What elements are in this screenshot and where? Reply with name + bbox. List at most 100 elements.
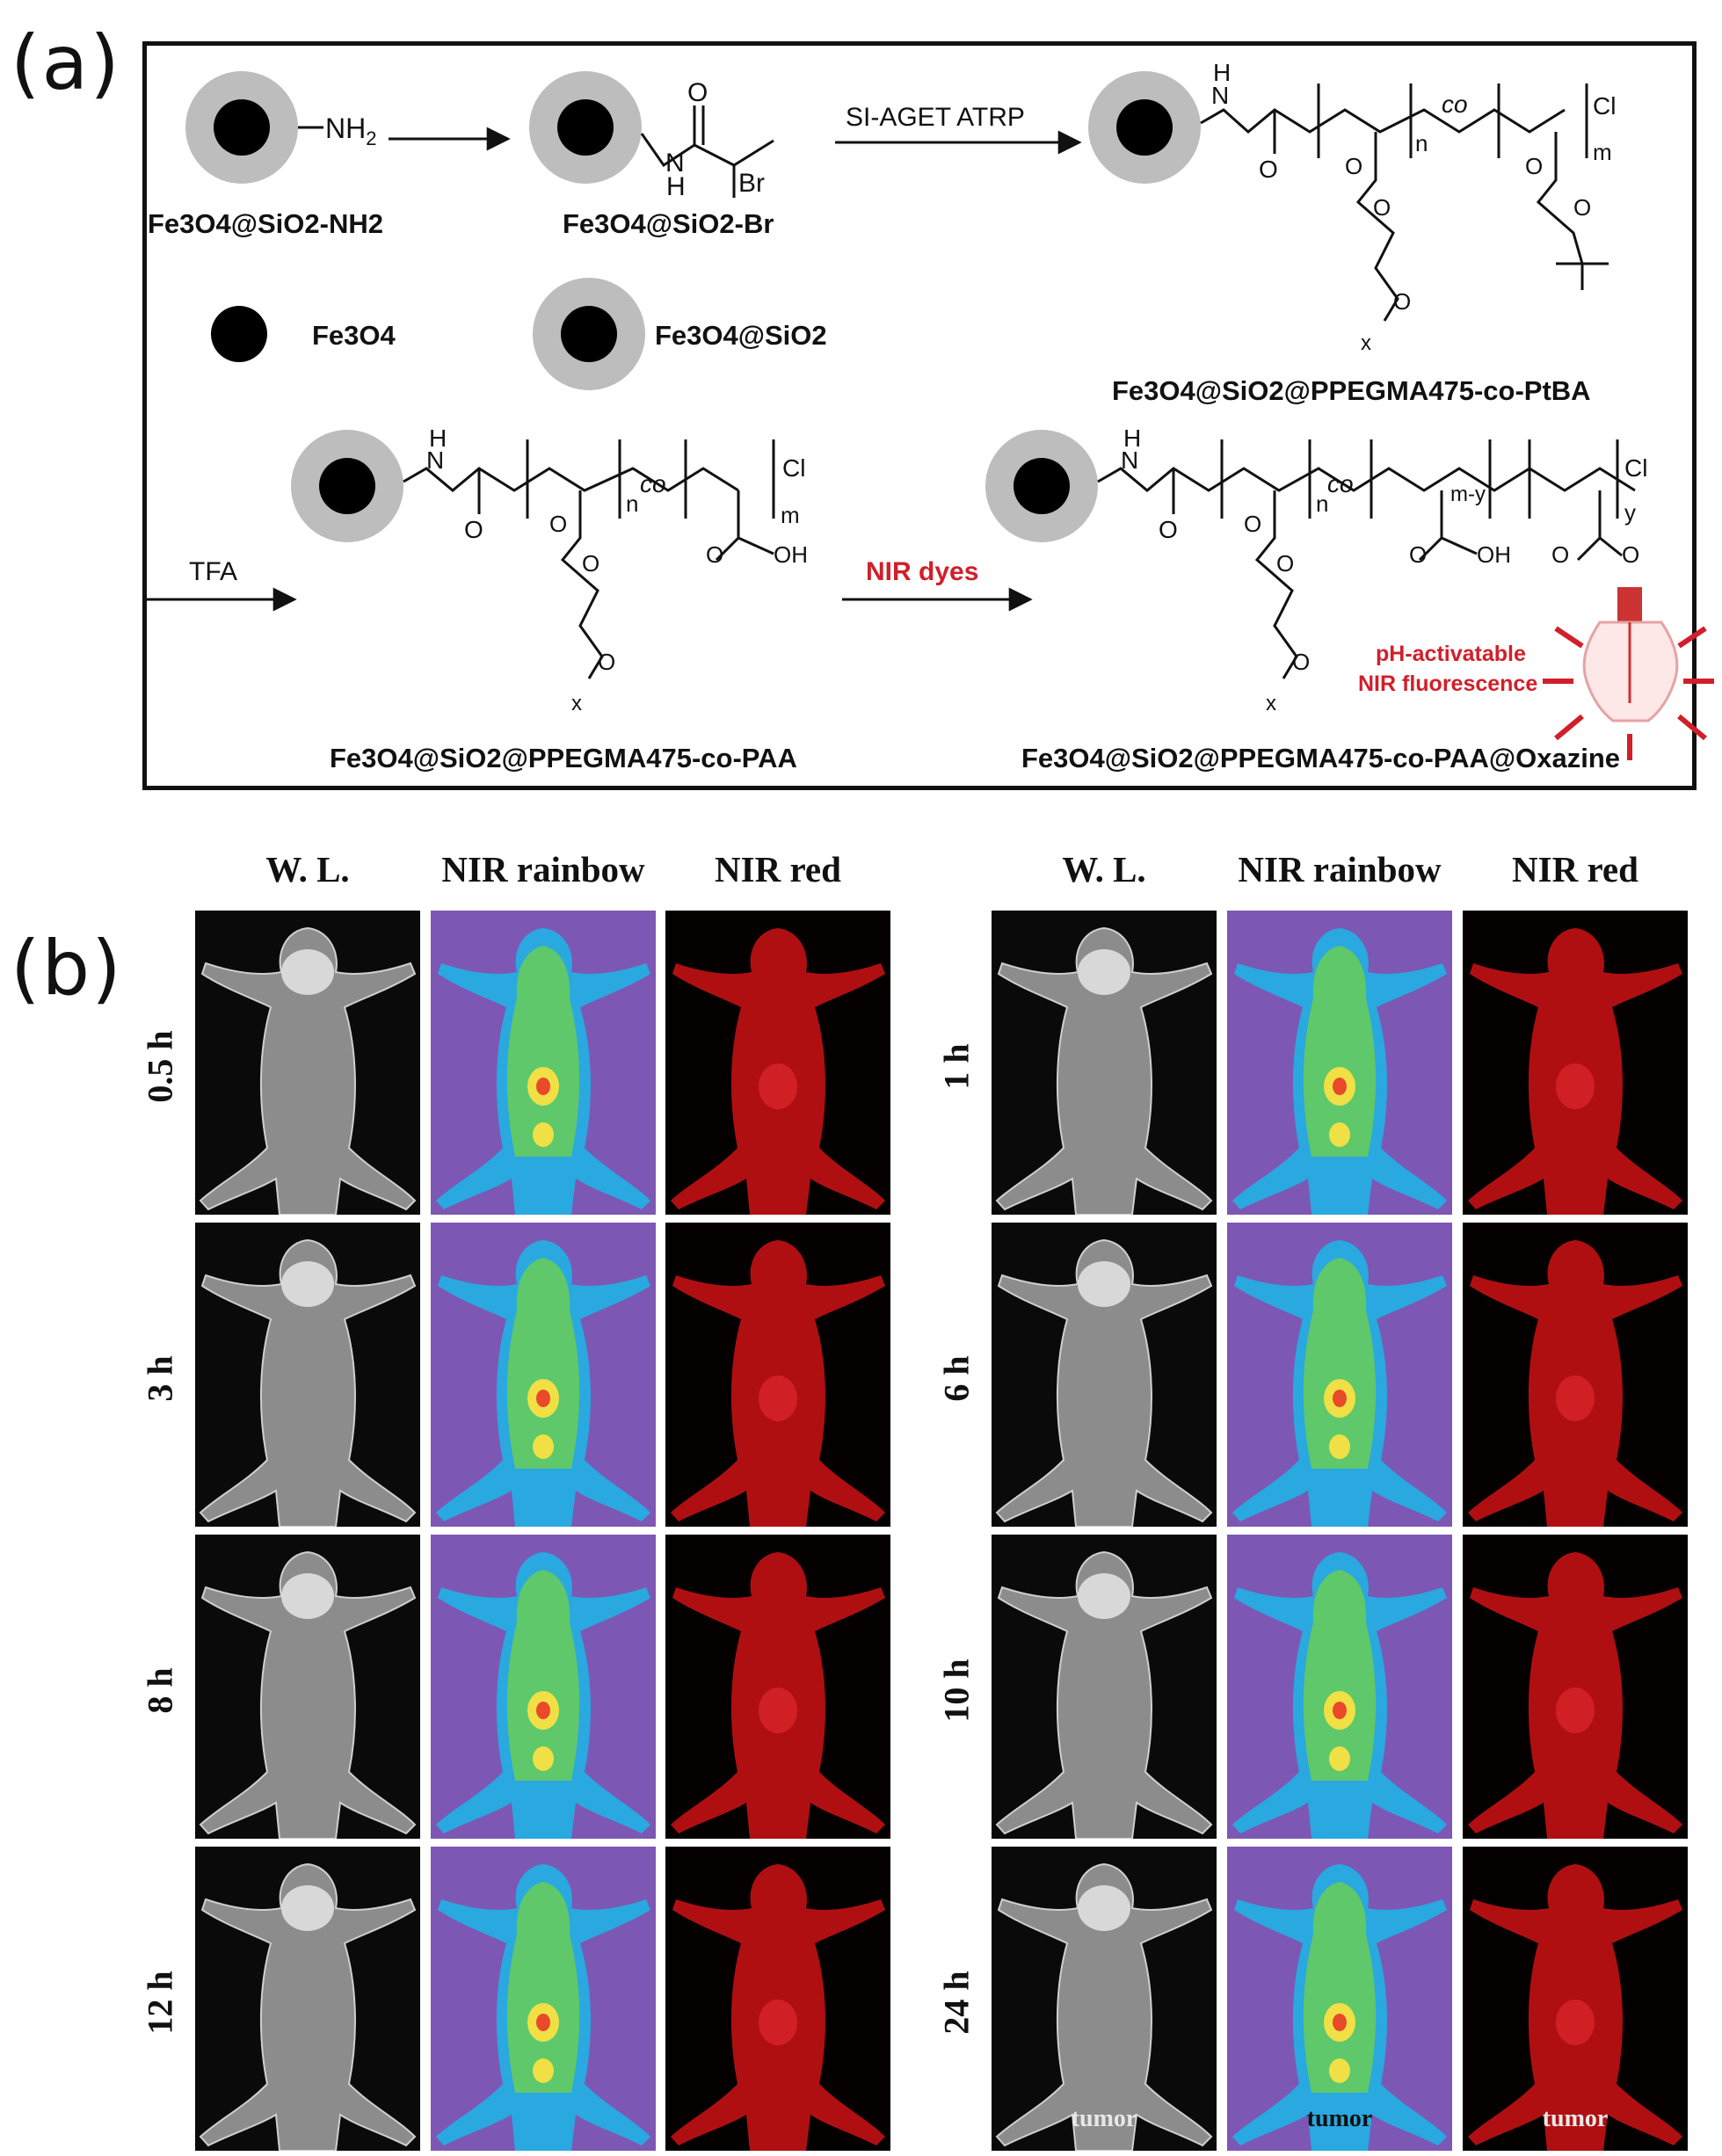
svg-text:co: co (640, 470, 666, 497)
time-label: 1 h (936, 1043, 977, 1090)
mouse-image-rainbow (431, 911, 656, 1215)
mouse-image-wl (195, 911, 420, 1215)
mouse-image-wl (992, 1535, 1217, 1839)
synthesis-scheme-frame (142, 41, 1697, 790)
fluorescence-text-line2: NIR fluorescence (1358, 671, 1537, 696)
svg-text:H: H (666, 172, 686, 201)
mouse-image-wl (195, 1847, 420, 2151)
svg-text:OH: OH (1477, 541, 1511, 568)
svg-text:O: O (1259, 156, 1278, 183)
nanoparticle-2 (529, 71, 642, 184)
svg-text:co: co (1442, 91, 1468, 118)
compound-label-2: Fe3O4@SiO2-Br (563, 208, 774, 239)
svg-text:O: O (1551, 541, 1569, 568)
nanoparticle-1 (185, 71, 298, 184)
svg-text:m-y: m-y (1450, 483, 1486, 506)
mouse-image-wl (992, 911, 1217, 1215)
compound-label-3: Fe3O4@SiO2@PPEGMA475-co-PtBA (1112, 375, 1591, 406)
svg-text:N: N (665, 149, 685, 178)
svg-text:O: O (1393, 288, 1411, 315)
column-header-red-left: NIR red (715, 849, 841, 889)
mouse-image-red (1463, 911, 1688, 1215)
time-label: 24 h (936, 1971, 977, 2035)
svg-text:n: n (1415, 130, 1428, 156)
tumor-label: tumor (1071, 2105, 1137, 2132)
svg-text:n: n (626, 490, 638, 517)
svg-text:O: O (687, 78, 708, 107)
panel-label-b: (b) (11, 925, 123, 1013)
mouse-image-rainbow (431, 1223, 656, 1527)
svg-text:m: m (781, 502, 800, 528)
compound-label-5: Fe3O4@SiO2@PPEGMA475-co-PAA@Oxazine (1021, 743, 1620, 773)
svg-text:Fe3O4@SiO2: Fe3O4@SiO2 (655, 320, 827, 351)
nanoparticle-3 (1088, 71, 1201, 184)
reagent-atrp: SI-AGET ATRP (846, 103, 1025, 132)
column-header-wl-left: W. L. (265, 849, 350, 889)
svg-text:Fe3O4: Fe3O4 (312, 320, 396, 351)
mouse-image-wl (992, 1223, 1217, 1527)
svg-text:Cl: Cl (1624, 454, 1647, 482)
tumor-label: tumor (1542, 2105, 1609, 2132)
svg-text:NH2: NH2 (325, 113, 376, 149)
mouse-image-red (665, 911, 890, 1215)
svg-text:O: O (1159, 516, 1178, 543)
mouse-image-rainbow (1227, 911, 1452, 1215)
svg-text:O: O (706, 541, 723, 568)
svg-text:O: O (582, 550, 599, 577)
column-header-rainbow-right: NIR rainbow (1238, 849, 1442, 889)
mouse-image-wl (195, 1223, 420, 1527)
svg-text:x: x (571, 692, 582, 715)
fluorescence-text-line1: pH-activatable (1376, 642, 1526, 666)
mouse-image-rainbow (431, 1847, 656, 2151)
time-label: 12 h (140, 1971, 180, 2035)
mouse-image-wl: tumor (992, 1847, 1217, 2151)
time-label: 10 h (936, 1659, 977, 1723)
mouse-image-rainbow (1227, 1223, 1452, 1527)
svg-text:O: O (1244, 511, 1261, 537)
svg-text:N: N (1211, 82, 1229, 109)
time-label: 0.5 h (140, 1030, 180, 1103)
nh2-group: NH (325, 113, 366, 144)
tumor-label: tumor (1306, 2105, 1373, 2132)
compound-label-1: Fe3O4@SiO2-NH2 (148, 208, 383, 239)
mouse-image-red (1463, 1535, 1688, 1839)
reagent-nir-dyes: NIR dyes (866, 557, 978, 586)
time-label: 6 h (936, 1355, 977, 1402)
mouse-image-rainbow (1227, 1535, 1452, 1839)
svg-text:x: x (1361, 331, 1371, 355)
svg-text:y: y (1624, 499, 1636, 526)
time-label: 8 h (140, 1667, 180, 1714)
mouse-image-red (665, 1535, 890, 1839)
svg-text:H: H (1123, 425, 1141, 452)
svg-text:N: N (1121, 446, 1138, 474)
svg-text:O: O (464, 516, 483, 543)
svg-text:Cl: Cl (782, 454, 805, 482)
mouse-image-red (665, 1223, 890, 1527)
synthesis-scheme: NH2 Fe3O4@SiO2-NH2 O N H Br Fe3O4@SiO2-B… (145, 59, 1714, 773)
svg-text:O: O (1573, 194, 1591, 221)
mouse-image-red (1463, 1223, 1688, 1527)
svg-text:Cl: Cl (1593, 92, 1616, 120)
column-header-wl-right: W. L. (1062, 849, 1146, 889)
mouse-image-rainbow: tumor (1227, 1847, 1452, 2151)
svg-text:O: O (598, 649, 615, 675)
svg-text:H: H (429, 425, 447, 452)
svg-text:O: O (1345, 153, 1362, 179)
column-header-red-right: NIR red (1512, 849, 1638, 889)
svg-text:OH: OH (774, 541, 808, 568)
mouse-image-red (665, 1847, 890, 2151)
panel-label-a: (a) (11, 19, 121, 107)
svg-text:O: O (1373, 194, 1391, 221)
svg-text:Br: Br (738, 169, 765, 198)
svg-text:O: O (549, 511, 567, 537)
svg-text:O: O (1276, 550, 1294, 577)
reagent-tfa: TFA (189, 557, 237, 586)
lightbulb-icon (1543, 587, 1714, 760)
mouse-image-red: tumor (1463, 1847, 1688, 2151)
compound-label-4: Fe3O4@SiO2@PPEGMA475-co-PAA (330, 743, 797, 773)
mouse-image-wl (195, 1535, 420, 1839)
svg-text:O: O (1292, 649, 1310, 675)
svg-text:O: O (1409, 541, 1427, 568)
legend-fe3o4 (211, 306, 267, 362)
